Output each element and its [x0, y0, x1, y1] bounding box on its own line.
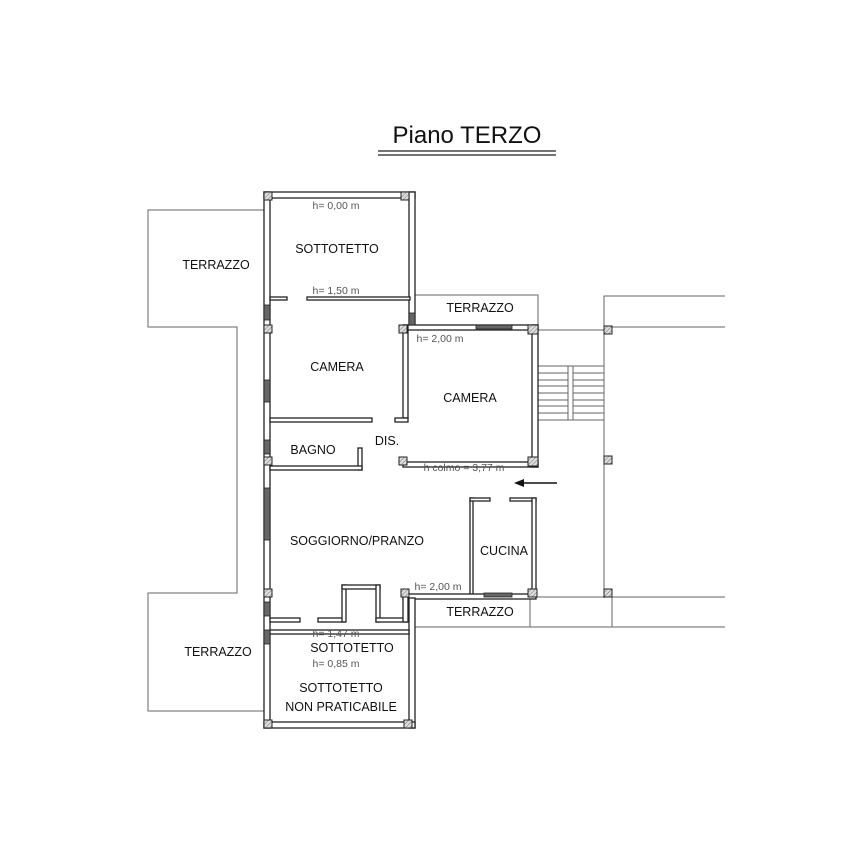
height-label: h= 0,00 m [313, 200, 360, 212]
height-label: h colmo = 3,77 m [424, 462, 505, 474]
room-label-sottotetto: SOTTOTETTO [295, 242, 379, 256]
room-label-cucina: CUCINA [480, 544, 529, 558]
room-label-soggiorno: SOGGIORNO/PRANZO [290, 534, 424, 548]
room-label-terrazzo: TERRAZZO [182, 258, 250, 272]
height-label: h= 1,47 m [313, 628, 360, 640]
pillars [263, 191, 613, 729]
room-label-terrazzo: TERRAZZO [446, 605, 514, 619]
room-label-terrazzo: TERRAZZO [446, 301, 514, 315]
height-label: h= 2,00 m [415, 581, 462, 593]
height-label: h= 0,85 m [313, 658, 360, 670]
terrace-outlines [147, 209, 725, 712]
room-label-disimpegno: DIS. [375, 434, 399, 448]
room-label-sottotetto: SOTTOTETTO [310, 641, 394, 655]
room-label-terrazzo: TERRAZZO [184, 645, 252, 659]
staircase [537, 365, 605, 421]
room-label-sottotetto-np: SOTTOTETTO [299, 681, 383, 695]
room-label-bagno: BAGNO [290, 443, 335, 457]
room-label-camera: CAMERA [310, 360, 364, 374]
room-label-non-praticabile: NON PRATICABILE [285, 700, 397, 714]
windows [263, 304, 513, 645]
height-label: h= 2,00 m [417, 333, 464, 345]
room-label-camera: CAMERA [443, 391, 497, 405]
entrance-arrow-icon [514, 479, 557, 487]
plan-title: Piano TERZO [393, 122, 542, 149]
height-label: h= 1,50 m [313, 285, 360, 297]
